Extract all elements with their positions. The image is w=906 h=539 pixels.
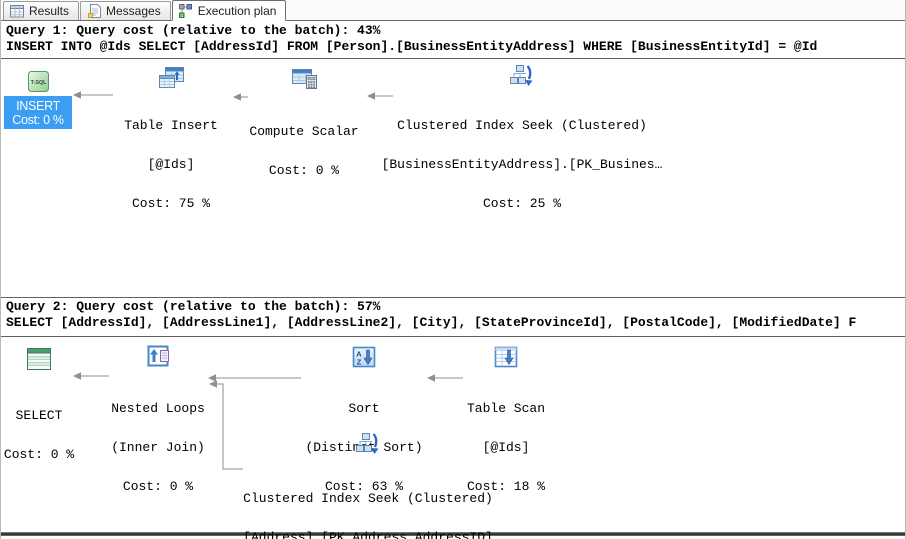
plan-node-clustered-index-seek-q2[interactable]: Clustered Index Seek (Clustered) [Addres…: [218, 431, 518, 539]
divider: [1, 58, 905, 59]
nested-loops-icon: [146, 344, 170, 368]
window-bottom-edge: [1, 532, 905, 536]
node-op: Nested Loops: [111, 401, 205, 416]
query2-sql-statement: SELECT [AddressId], [AddressLine1], [Add…: [6, 315, 857, 330]
plan-node-table-insert[interactable]: Table Insert [@Ids] Cost: 75 %: [21, 66, 321, 236]
node-cost: Cost: 0 %: [3, 447, 75, 462]
node-object: [@Ids]: [147, 157, 195, 172]
node-label: Compute Scalar Cost: 0 %: [154, 99, 454, 203]
node-label: Clustered Index Seek (Clustered) [Addres…: [218, 466, 518, 539]
node-object: [BusinessEntityAddress].[PK_Busines…: [381, 157, 663, 172]
node-op: SELECT: [15, 408, 63, 423]
query1-header: Query 1: Query cost (relative to the bat…: [6, 23, 381, 38]
plan-node-select[interactable]: SELECT Cost: 0 %: [1, 348, 77, 487]
tab-results[interactable]: Results: [3, 1, 80, 20]
tab-execution-plan-label: Execution plan: [197, 3, 277, 18]
clustered-index-seek-icon: [509, 63, 535, 89]
results-grid-icon: [10, 4, 24, 18]
plan-node-nested-loops[interactable]: Nested Loops (Inner Join) Cost: 0 %: [8, 344, 308, 519]
node-op: Table Scan: [466, 401, 545, 416]
node-op: Table Insert: [124, 118, 218, 133]
svg-text:Z: Z: [357, 358, 362, 367]
query2-header: Query 2: Query cost (relative to the bat…: [6, 299, 381, 314]
results-pane-tabbar: Results Messages: [1, 0, 905, 21]
node-cost: Cost: 0 %: [12, 113, 64, 127]
plan-node-insert[interactable]: T-SQL INSERT Cost: 0 %: [4, 71, 72, 129]
tab-messages[interactable]: Messages: [80, 1, 171, 20]
execution-plan-icon: [179, 3, 193, 18]
tab-results-label: Results: [29, 4, 70, 18]
node-op: Compute Scalar: [249, 124, 359, 139]
tab-messages-label: Messages: [106, 4, 161, 18]
messages-icon: [87, 4, 101, 18]
node-object: [Address].[PK_Address_AddressID]: [243, 530, 493, 539]
plan-node-compute-scalar[interactable]: Compute Scalar Cost: 0 %: [154, 68, 454, 203]
selected-node-label: INSERT Cost: 0 %: [4, 96, 72, 129]
table-scan-icon: [494, 346, 518, 368]
node-cost: Cost: 18 %: [466, 479, 545, 494]
plan-node-table-scan[interactable]: Table Scan [@Ids] Cost: 18 %: [356, 346, 656, 519]
node-label: Nested Loops (Inner Join) Cost: 0 %: [8, 376, 308, 519]
node-op: INSERT: [16, 99, 60, 113]
svg-text:T-SQL: T-SQL: [30, 80, 47, 86]
node-object: (Distinct Sort): [305, 440, 423, 455]
node-op: Clustered Index Seek (Clustered): [397, 118, 647, 133]
tsql-statement-icon: T-SQL: [27, 71, 49, 92]
divider: [1, 336, 905, 337]
node-cost: Cost: 0 %: [122, 479, 194, 494]
node-object: (Inner Join): [111, 440, 205, 455]
tab-execution-plan[interactable]: Execution plan: [171, 0, 287, 21]
node-label: SELECT Cost: 0 %: [1, 383, 77, 487]
node-cost: Cost: 63 %: [324, 479, 403, 494]
divider: [1, 297, 905, 298]
table-insert-icon: [158, 66, 185, 90]
node-object: [@Ids]: [482, 440, 530, 455]
plan-node-clustered-index-seek-q1[interactable]: Clustered Index Seek (Clustered) [Busine…: [372, 63, 672, 236]
node-op: Clustered Index Seek (Clustered): [243, 491, 493, 506]
node-cost: Cost: 25 %: [482, 196, 561, 211]
clustered-index-seek-icon: [355, 431, 381, 457]
sort-icon: A Z: [352, 346, 376, 368]
node-label: Clustered Index Seek (Clustered) [Busine…: [372, 93, 672, 236]
query1-sql-statement: INSERT INTO @Ids SELECT [AddressId] FROM…: [6, 39, 818, 54]
svg-text:A: A: [356, 350, 362, 359]
select-result-icon: [27, 348, 51, 370]
plan-node-sort[interactable]: A Z Sort (Distinct Sort) Cost: 63 %: [214, 346, 514, 519]
node-label: Table Insert [@Ids] Cost: 75 %: [21, 93, 321, 236]
node-label: Sort (Distinct Sort) Cost: 63 %: [214, 376, 514, 519]
node-label: Table Scan [@Ids] Cost: 18 %: [356, 376, 656, 519]
node-cost: Cost: 75 %: [131, 196, 210, 211]
node-cost: Cost: 0 %: [268, 163, 340, 178]
node-op: Sort: [348, 401, 380, 416]
compute-scalar-icon: [291, 68, 318, 90]
